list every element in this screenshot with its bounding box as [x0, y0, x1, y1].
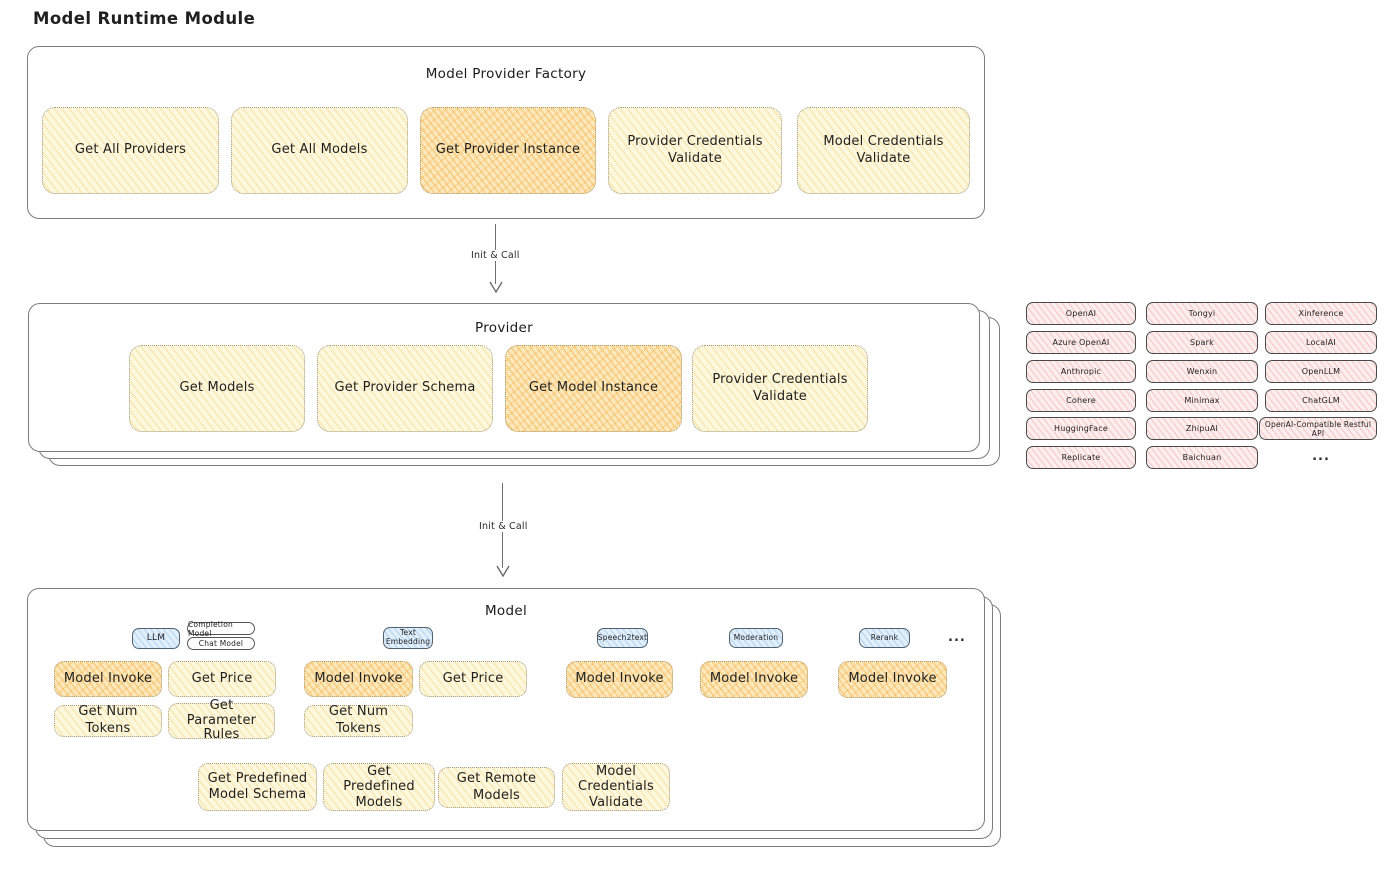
- model-type-chat-model-badge: Chat Model: [187, 637, 255, 650]
- factory-get-provider-instance-node: Get Provider Instance: [420, 107, 596, 194]
- model-type-speech2text-badge: Speech2text: [597, 628, 648, 648]
- provider-impl-wenxin: Wenxin: [1146, 360, 1258, 383]
- provider-impl-azure-openai: Azure OpenAI: [1026, 331, 1136, 354]
- model-type-completion-model-badge: Completion Model: [187, 620, 255, 638]
- llm-get-num-tokens-node: Get Num Tokens: [54, 704, 162, 737]
- text-embedding-get-price-node: Get Price: [419, 661, 527, 697]
- arrow-factory-to-provider-head-icon: [489, 281, 503, 293]
- model-type-rerank-badge: Rerank: [859, 628, 910, 648]
- factory-provider-credentials-validate-node: Provider Credentials Validate: [608, 107, 782, 194]
- provider-impl-spark: Spark: [1146, 331, 1258, 354]
- model-get-remote-models-node: Get Remote Models: [438, 767, 555, 808]
- llm-get-price-node: Get Price: [168, 661, 276, 697]
- provider-impl-xinference: Xinference: [1265, 302, 1377, 325]
- llm-model-invoke-node: Model Invoke: [54, 661, 162, 697]
- provider-get-provider-schema-node: Get Provider Schema: [317, 345, 493, 432]
- model-title: Model: [484, 603, 528, 619]
- factory-model-credentials-validate-node: Model Credentials Validate: [797, 107, 970, 194]
- diagram-title: Model Runtime Module: [33, 9, 256, 28]
- provider-impl-anthropic: Anthropic: [1026, 360, 1136, 383]
- provider-impl-huggingface: HuggingFace: [1026, 417, 1136, 440]
- factory-get-all-models-node: Get All Models: [231, 107, 408, 194]
- arrow-provider-to-model-label: Init & Call: [475, 521, 532, 532]
- text-embedding-model-invoke-node: Model Invoke: [304, 661, 413, 697]
- model-get-predefined-model-schema-node: Get Predefined Model Schema: [198, 763, 317, 811]
- provider-impl-cohere: Cohere: [1026, 389, 1136, 412]
- model-type-moderation-badge: Moderation: [729, 628, 783, 648]
- provider-impl-baichuan: Baichuan: [1146, 446, 1258, 469]
- arrow-provider-to-model-head-icon: [496, 565, 510, 577]
- provider-impl-openllm: OpenLLM: [1265, 360, 1377, 383]
- speech2text-model-invoke-node: Model Invoke: [566, 661, 673, 698]
- provider-impl-minimax: Minimax: [1146, 389, 1258, 412]
- text-embedding-get-num-tokens-node: Get Num Tokens: [304, 704, 413, 737]
- model-get-predefined-models-node: Get Predefined Models: [323, 763, 435, 811]
- rerank-model-invoke-node: Model Invoke: [838, 661, 947, 698]
- provider-impl-tongyi: Tongyi: [1146, 302, 1258, 325]
- provider-impl-localai: LocalAI: [1265, 331, 1377, 354]
- provider-impl-zhipuai: ZhipuAI: [1146, 417, 1258, 440]
- provider-impl-chatglm: ChatGLM: [1265, 389, 1377, 412]
- provider-impl-replicate: Replicate: [1026, 446, 1136, 469]
- provider-get-model-instance-node: Get Model Instance: [505, 345, 682, 432]
- provider-impl-openai-compatible-restful-api: OpenAI-Compatible Restful API: [1259, 417, 1377, 440]
- factory-get-all-providers-node: Get All Providers: [42, 107, 219, 194]
- model-type-ellipsis: ...: [948, 630, 966, 645]
- provider-impl-ellipsis: ...: [1312, 449, 1330, 464]
- model-type-text-embedding-badge: Text Embedding: [383, 627, 433, 649]
- model-model-credentials-validate-node: Model Credentials Validate: [562, 763, 670, 811]
- llm-get-parameter-rules-node: Get Parameter Rules: [168, 698, 275, 742]
- provider-provider-credentials-validate-node: Provider Credentials Validate: [692, 345, 868, 432]
- moderation-model-invoke-node: Model Invoke: [700, 661, 808, 698]
- provider-title: Provider: [475, 320, 533, 336]
- factory-title: Model Provider Factory: [425, 66, 587, 82]
- provider-get-models-node: Get Models: [129, 345, 305, 432]
- model-type-llm-badge: LLM: [132, 628, 180, 649]
- provider-impl-openai: OpenAI: [1026, 302, 1136, 325]
- arrow-factory-to-provider-label: Init & Call: [467, 250, 524, 261]
